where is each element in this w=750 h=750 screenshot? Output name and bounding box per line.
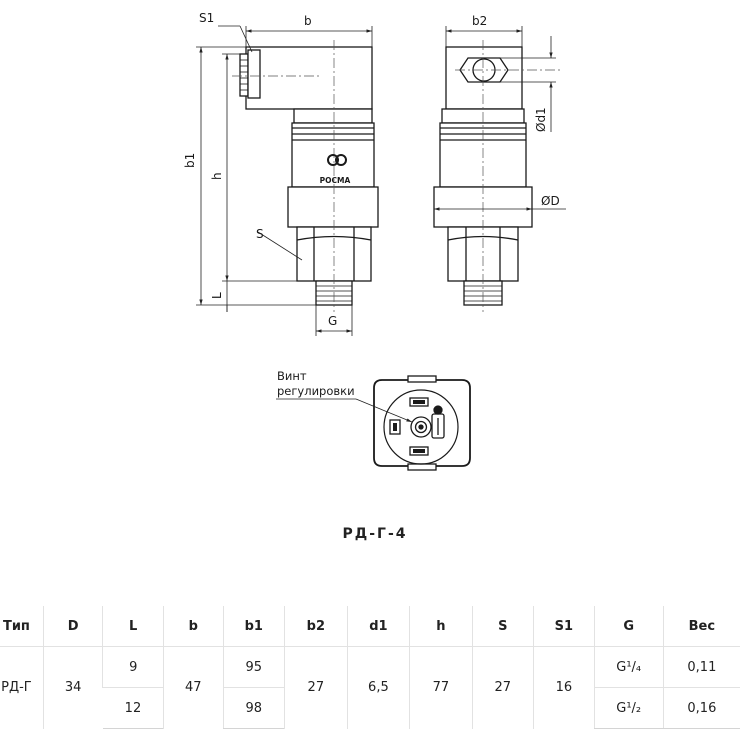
col-header-s: S <box>471 606 534 647</box>
cell-b1-1: 95 <box>222 646 285 688</box>
dim-label-b1: b1 <box>183 153 197 168</box>
front-dimensions <box>196 25 373 336</box>
callout-line-2: регулировки <box>277 384 355 398</box>
dim-label-s: S <box>256 227 264 241</box>
col-header-b1: b1 <box>222 606 285 647</box>
callout-line-1: Винт <box>277 369 307 383</box>
dim-label-l: L <box>210 292 224 299</box>
cell-d1: 6,5 <box>346 646 410 729</box>
dim-label-g: G <box>328 314 337 328</box>
table-row: 12 98 G¹/₂ 0,16 <box>0 687 740 729</box>
col-header-d: D <box>42 606 103 647</box>
cell-type: РД-Г <box>0 646 44 729</box>
callout-leader <box>276 398 413 423</box>
cell-b: 47 <box>162 646 224 729</box>
cell-weight-2: 0,16 <box>662 687 740 729</box>
cell-l-2: 12 <box>102 687 164 729</box>
col-header-type: Тип <box>2 618 30 634</box>
front-view <box>239 46 379 306</box>
cell-weight-1: 0,11 <box>662 646 740 688</box>
cell-s: 27 <box>471 646 534 729</box>
cell-l-1: 9 <box>102 646 164 688</box>
drawing-caption: РД-Г-4 <box>342 526 408 542</box>
col-header-d1: d1 <box>346 606 410 647</box>
table-header-row: Тип D L b b1 b2 d1 h S S1 G Вес <box>0 606 740 647</box>
col-header-s1: S1 <box>533 606 595 647</box>
connector-face-view <box>373 375 471 471</box>
spec-table: Тип D L b b1 b2 d1 h S S1 G Вес РД-Г 34 … <box>0 606 740 729</box>
cell-d: 34 <box>42 646 103 729</box>
cell-g-1: G¹/₄ <box>593 646 664 688</box>
dim-label-s1: S1 <box>199 11 214 25</box>
logo-text: РОСМА <box>320 176 351 185</box>
table-row: РД-Г 34 9 47 95 27 6,5 77 27 16 G¹/₄ 0,1… <box>0 646 740 729</box>
side-dimensions <box>434 26 566 211</box>
col-header-h: h <box>409 606 473 647</box>
dim-label-b2: b2 <box>472 14 487 28</box>
cell-h: 77 <box>409 646 473 729</box>
dim-label-h: h <box>210 172 224 180</box>
cell-g-2: G¹/₂ <box>593 687 664 729</box>
cell-b2: 27 <box>284 646 348 729</box>
col-header-g: G <box>593 606 664 647</box>
cell-s1: 16 <box>533 646 595 729</box>
dim-label-b: b <box>304 14 312 28</box>
cell-b1-2: 98 <box>222 687 285 729</box>
col-header-b2: b2 <box>284 606 348 647</box>
col-header-l: L <box>102 606 164 647</box>
rosma-logo: РОСМА <box>320 154 351 185</box>
col-header-b: b <box>162 606 224 647</box>
dim-label-d1: Ød1 <box>534 107 548 132</box>
col-header-weight: Вес <box>662 606 740 647</box>
dim-label-d-outer: ØD <box>541 194 560 208</box>
